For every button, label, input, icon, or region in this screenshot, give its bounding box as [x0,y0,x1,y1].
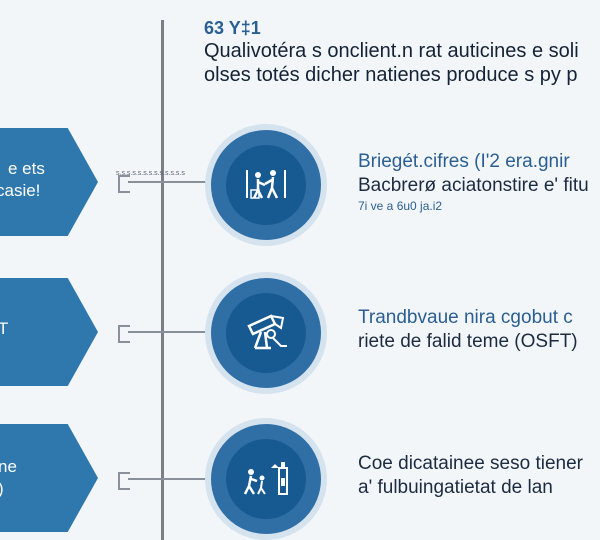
timeline-axis [161,20,164,540]
connector-2 [128,331,208,333]
chevron-3-line-1: ne [0,457,17,476]
row-1-line-1: Briegét.cifres (I'2 era.gnir [358,151,570,172]
chevron-1-text: e ets casie! [0,158,56,202]
chevron-1-line-1: e ets [8,159,45,178]
row-1-line-2: Bacbrerø aciatonstire e' fitu [358,175,589,196]
family-bottle-icon [243,462,288,495]
row-2-line-1: Trandbvaue nira cgobut c [358,307,573,328]
chevron-2-line-1: T [0,319,9,338]
connector-1-label: s.s.s.s.s.s.s.s.s.s.s.s.s [116,170,185,177]
row-1-line-3: 7i ve a 6u0 ja.i2 [358,199,443,213]
people-working-icon [246,170,286,199]
header-number: 63 Y‡1 [204,18,261,38]
header-line-2: olses totés dicher natienes produce s py… [204,64,578,86]
ring-1 [205,124,327,246]
row-3-line-2: a' fulbuingatietat de lan [358,477,553,498]
connector-3 [128,478,208,480]
chevron-1-line-2: casie! [0,181,41,200]
telescope-machine-icon [247,314,287,350]
row-3-line-1: Coe dicatainee seso tiener [358,453,583,474]
connector-1 [128,181,208,183]
bracket-3 [118,472,130,490]
disc-1 [226,145,306,225]
header: 63 Y‡1 Qualivotéra s onclient.n rat auti… [204,18,600,87]
header-line-1: Qualivotéra s onclient.n rat auticines e… [204,40,579,62]
row-2-text: Trandbvaue nira cgobut c riete de falid … [358,306,600,354]
ring-3 [205,418,327,540]
disc-2 [226,293,306,373]
disc-3 [226,439,306,519]
row-2-line-2: riete de falid teme (OSFT) [358,331,578,352]
chevron-2-text: T [0,318,58,340]
bracket-1 [118,175,130,193]
ring-2 [205,272,327,394]
chevron-3-text: ne ) [0,456,58,500]
bracket-2 [118,325,130,343]
row-3-text: Coe dicatainee seso tiener a' fulbuingat… [358,452,600,500]
chevron-3-line-2: ) [0,478,58,500]
row-1-text: Briegét.cifres (I'2 era.gnir Bacbrerø ac… [358,150,600,214]
